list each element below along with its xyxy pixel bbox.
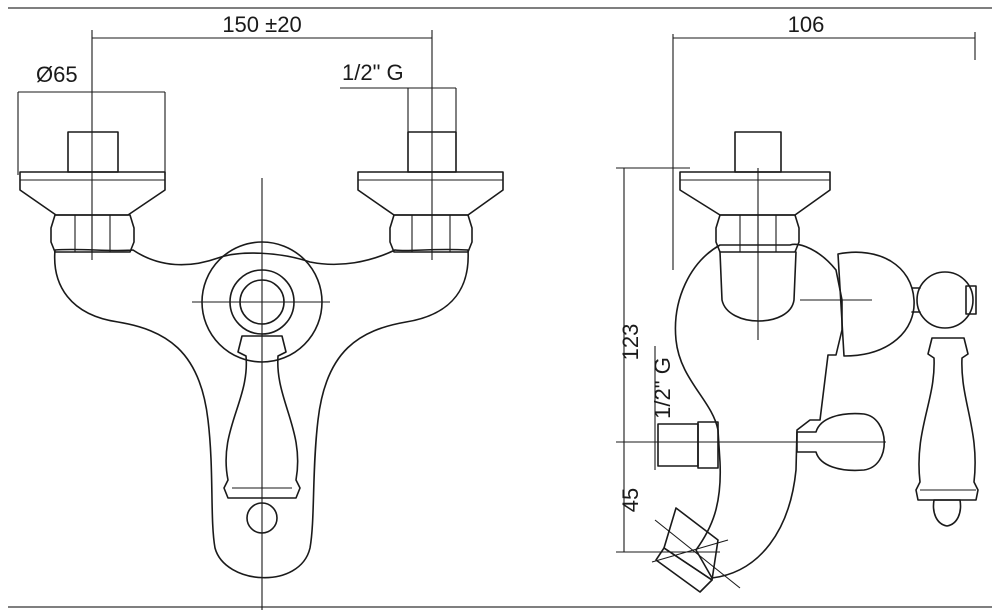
- depth-dimension: 106: [672, 12, 976, 270]
- mixer-body: [53, 248, 469, 579]
- spout-offset-dimension: 45: [616, 441, 720, 512]
- side-cap: [837, 251, 915, 357]
- spout-offset-label: 45: [618, 488, 643, 512]
- side-body: [674, 243, 843, 579]
- left-inlet: [19, 131, 166, 253]
- spacing-dimension: 150 ±20: [91, 12, 433, 260]
- side-lever-handle: [915, 337, 979, 501]
- outlet-thread-dimension: 1/2" G: [650, 346, 675, 470]
- side-inlet: [679, 131, 831, 340]
- side-knob-stem: [911, 271, 977, 329]
- height-label: 123: [618, 324, 643, 361]
- depth-label: 106: [788, 12, 825, 37]
- inlet-thread-label: 1/2" G: [342, 60, 404, 85]
- side-spout: [651, 507, 741, 593]
- side-cartridge-recess: [719, 251, 797, 322]
- side-lever-knob: [932, 499, 962, 527]
- outlet-thread-label: 1/2" G: [650, 357, 675, 419]
- inlet-thread-dimension: 1/2" G: [340, 60, 457, 140]
- lever-handle: [223, 335, 301, 499]
- right-inlet: [357, 131, 504, 253]
- side-diverter-knob: [796, 412, 885, 472]
- flange-diameter-label: Ø65: [36, 62, 78, 87]
- height-dimension: 123: [616, 167, 720, 553]
- spacing-label: 150 ±20: [222, 12, 301, 37]
- front-view: 150 ±20 Ø65 1/2" G: [17, 12, 504, 610]
- side-view: 106 123 1/2" G 45: [616, 12, 979, 593]
- side-outlet: [657, 421, 719, 469]
- flange-diameter-dimension: Ø65: [17, 62, 166, 175]
